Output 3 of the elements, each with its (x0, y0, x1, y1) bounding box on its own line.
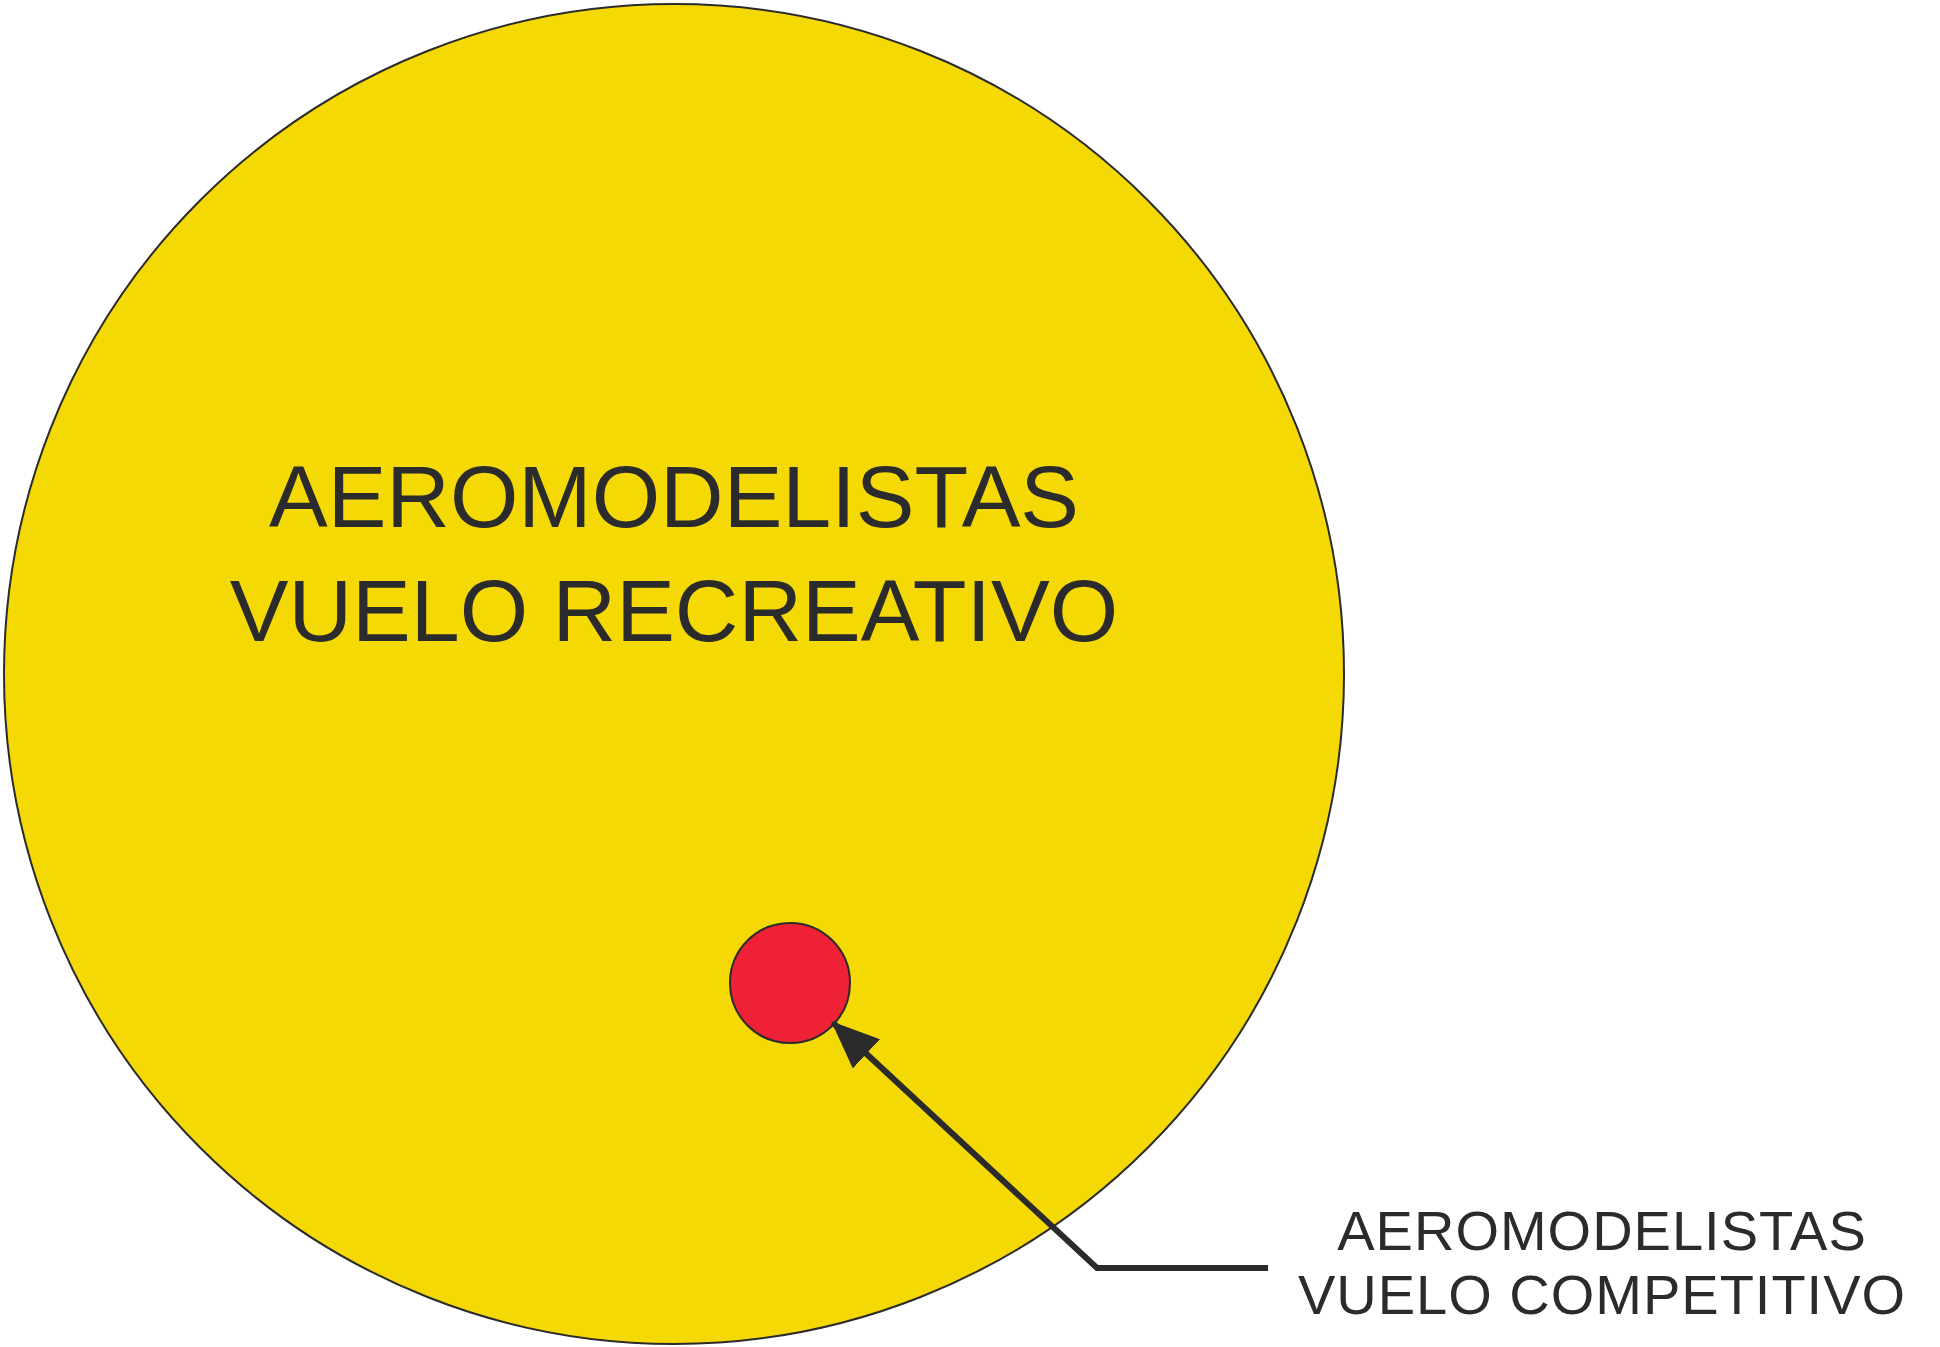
node-label: AEROMODELISTAS VUELO COMPETITIVO (1296, 1199, 1908, 1327)
node-label: AEROMODELISTAS VUELO RECREATIVO (228, 446, 1120, 662)
leader-line (830, 1020, 1268, 1271)
